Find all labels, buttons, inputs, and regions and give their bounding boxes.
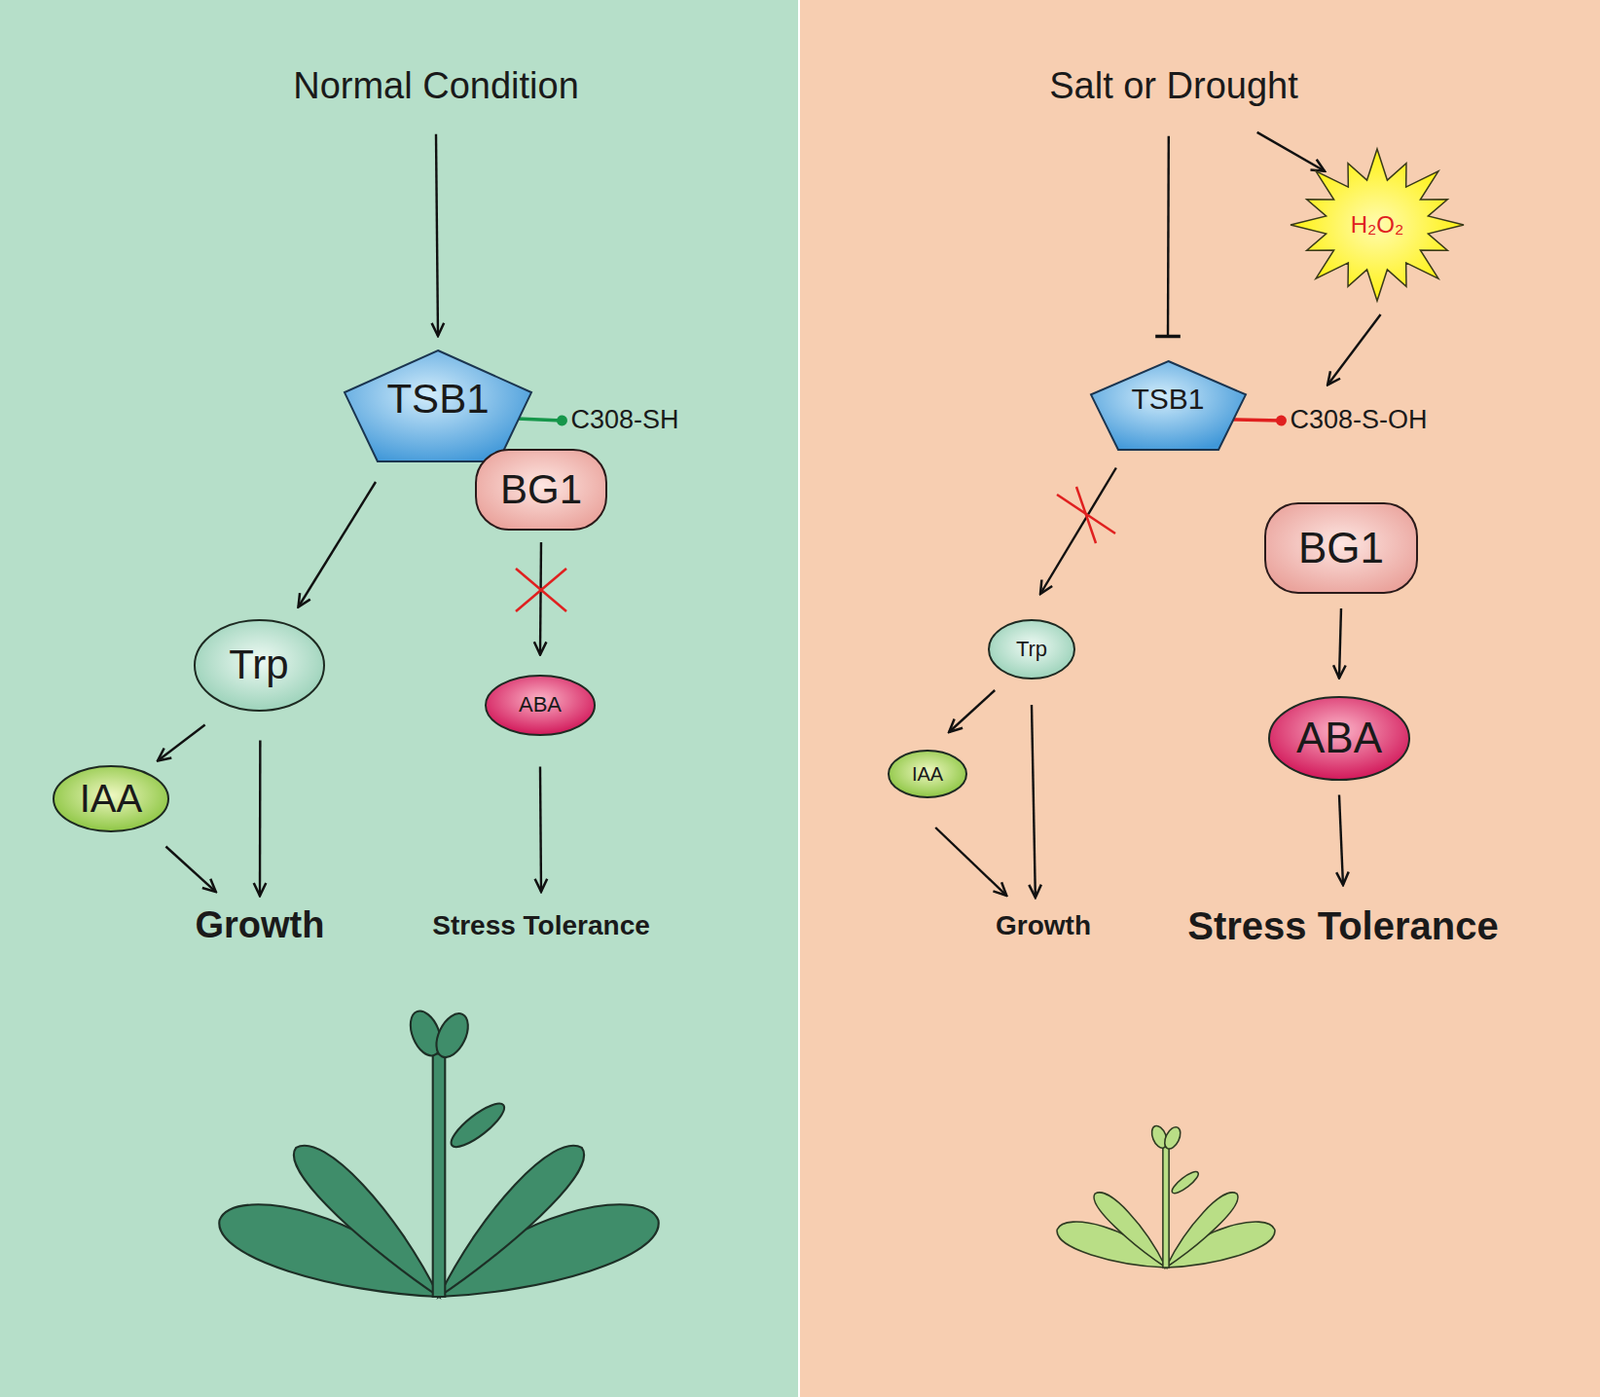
- node-text: Growth: [195, 904, 326, 947]
- connector: [540, 542, 542, 655]
- node-text: Stress Tolerance: [432, 909, 651, 942]
- stress-panel: [799, 0, 1600, 1397]
- node-text: TSB1: [1130, 382, 1204, 417]
- node-text: C308-SH: [570, 404, 679, 436]
- enzyme-pentagon: TSB1: [343, 349, 533, 463]
- node-text: IAA: [79, 775, 143, 821]
- connector: [540, 766, 542, 892]
- small-plant: [1056, 1123, 1275, 1268]
- outcome-label: Growth: [993, 909, 1093, 943]
- connector: [1257, 132, 1325, 172]
- node-text: ABA: [518, 691, 562, 717]
- connector: [1231, 419, 1282, 421]
- protein-box: BG1: [474, 448, 608, 531]
- node-text: Trp: [228, 641, 289, 689]
- node-text: BG1: [500, 466, 582, 513]
- hormone-ellipse: ABA: [484, 674, 596, 736]
- residue-label: C308-SH: [568, 403, 681, 437]
- hormone-ellipse: ABA: [1268, 695, 1411, 781]
- node-text: TSB1: [386, 375, 489, 423]
- metabolite-ellipse: Trp: [987, 618, 1076, 680]
- node-text: Trp: [1016, 636, 1048, 661]
- connector: [935, 827, 1007, 896]
- enzyme-pentagon: TSB1: [1090, 360, 1247, 451]
- node-text: H₂O₂: [1350, 211, 1405, 239]
- condition-label: Normal Condition: [290, 64, 582, 110]
- ros-star: H₂O₂: [1289, 147, 1465, 302]
- connector: [165, 846, 216, 893]
- hormone-ellipse: IAA: [887, 749, 968, 799]
- connector: [1339, 795, 1344, 886]
- node-text: C308-S-OH: [1289, 404, 1427, 436]
- node-text: IAA: [911, 763, 944, 786]
- node-text: Normal Condition: [292, 65, 580, 109]
- protein-box: BG1: [1264, 502, 1419, 594]
- normal-panel: [0, 0, 800, 1397]
- node-text: Growth: [995, 909, 1091, 942]
- connector: [1040, 468, 1117, 595]
- connector: [1166, 136, 1170, 337]
- connector: [298, 481, 376, 608]
- hormone-ellipse: IAA: [52, 764, 170, 833]
- condition-label: Salt or Drought: [1047, 64, 1301, 110]
- outcome-label: Stress Tolerance: [1185, 902, 1500, 949]
- metabolite-ellipse: Trp: [193, 618, 326, 712]
- node-text: Salt or Drought: [1049, 65, 1299, 109]
- connector: [1031, 704, 1036, 898]
- connector: [948, 690, 995, 732]
- outcome-label: Stress Tolerance: [430, 909, 653, 943]
- connector: [1339, 608, 1342, 679]
- node-text: ABA: [1296, 713, 1382, 764]
- node-text: Stress Tolerance: [1187, 903, 1498, 948]
- connector: [1327, 314, 1382, 385]
- connector: [258, 740, 262, 897]
- outcome-label: Growth: [193, 903, 328, 948]
- connector: [436, 134, 438, 336]
- connector: [157, 725, 206, 762]
- node-text: BG1: [1298, 523, 1384, 574]
- residue-label: C308-S-OH: [1287, 403, 1429, 437]
- large-plant: [218, 1006, 658, 1297]
- panel-divider: [798, 0, 800, 1397]
